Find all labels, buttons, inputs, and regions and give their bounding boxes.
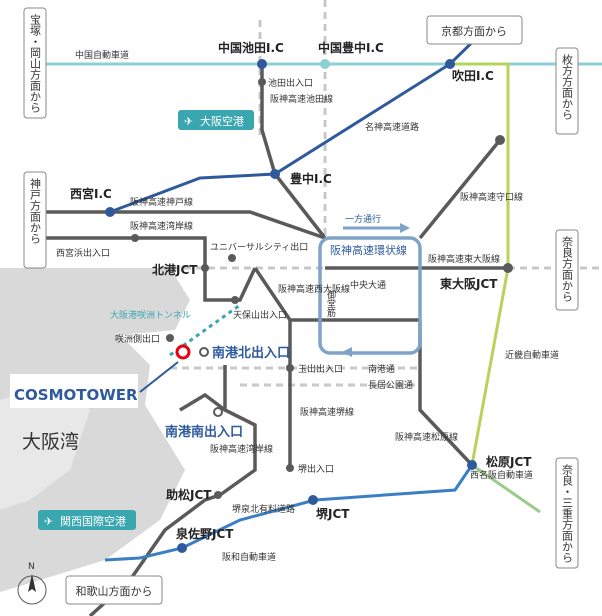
direction-nara: 奈良方面から <box>561 235 574 302</box>
label-ikeda-line: 阪神高速池田線 <box>270 93 333 105</box>
label-nishiosaka-line: 阪神高速西大阪線 <box>278 283 350 295</box>
svg-text:✈: ✈ <box>44 515 53 528</box>
ramp-universal-city: ユニバーサルシティ出口 <box>210 241 308 253</box>
label-kinki-expressway: 近畿自動車道 <box>505 349 559 361</box>
label-sakai-line: 阪神高速堺線 <box>300 406 354 418</box>
ramp-sakai: 堺出入口 <box>298 463 334 475</box>
svg-text:✈: ✈ <box>184 115 193 128</box>
ic-chugoku-ikeda: 中国池田I.C <box>218 40 284 55</box>
junction-nodes <box>105 59 513 553</box>
ramp-nanko-kita: 南港北出入口 <box>212 345 290 361</box>
label-kobe-line: 阪神高速神戸線 <box>130 196 193 208</box>
ramp-nishinomiyahama: 西宮浜出入口 <box>56 247 110 259</box>
ic-suita: 吹田I.C <box>452 68 494 83</box>
airport-badge-itami <box>178 110 254 130</box>
label-nankodori: 南港通 <box>368 363 395 375</box>
label-hanwa: 阪和自動車道 <box>222 551 276 563</box>
nishimeihan-route <box>471 463 541 514</box>
label-loop-line: 阪神高速環状線 <box>330 243 407 257</box>
label-chugoku-expressway: 中国自動車道 <box>75 49 129 61</box>
loop-line <box>318 236 422 355</box>
ramp-sakishima: 咲洲側出口 <box>115 333 160 345</box>
ramp-ikeda: 池田出入口 <box>268 77 313 89</box>
airport-itami: 大阪空港 <box>200 114 244 128</box>
jct-sakai: 堺JCT <box>316 506 350 521</box>
label-moriguchi-line: 阪神高速守口線 <box>460 191 523 203</box>
ic-chugoku-toyonaka: 中国豊中I.C <box>318 40 384 55</box>
label-senboku: 堺泉北有料道路 <box>232 503 295 515</box>
label-one-way: 一方通行 <box>345 213 381 225</box>
label-sakishima-tunnel: 大阪港咲洲トンネル <box>110 309 191 321</box>
sakishima-tunnel <box>169 303 241 357</box>
cosmo-tower-marker <box>175 344 191 360</box>
logo-box <box>10 374 138 408</box>
label-wangan-north: 阪神高速湾岸線 <box>130 220 193 232</box>
direction-box-frames <box>23 7 579 605</box>
sea-label: 大阪湾 <box>22 431 79 453</box>
label-nishimeihan: 西名阪自動車道 <box>470 469 533 481</box>
jct-izumisano: 泉佐野JCT <box>176 526 234 541</box>
jct-matsubara: 松原JCT <box>486 454 532 469</box>
label-matsubara-line: 阪神高速松原線 <box>395 431 458 443</box>
label-wangan-south: 阪神高速湾岸線 <box>210 443 273 455</box>
ramp-nagai: 長居公園通 <box>368 380 413 391</box>
ramp-tamade: 玉出出入口 <box>298 363 343 375</box>
cosmo-tower-logo: COSMOTOWER <box>14 386 138 404</box>
direction-kyoto: 京都方面から <box>441 24 507 38</box>
kinki-expressway <box>450 62 510 466</box>
ic-nishinomiya: 西宮I.C <box>70 186 112 201</box>
north-label: N <box>28 562 35 572</box>
direction-hirakata: 枚方方面から <box>561 53 574 120</box>
label-midosuji: 御堂筋 <box>325 289 336 318</box>
label-chuo-odori: 中央大通 <box>350 279 386 291</box>
blue-route <box>104 464 474 562</box>
ic-toyonaka: 豊中I.C <box>290 171 332 186</box>
direction-kobe: 神戸方面から <box>29 177 42 244</box>
direction-takarazuka: 宝塚・岡山方面から <box>29 13 42 113</box>
jct-hokko: 北港JCT <box>152 262 198 277</box>
logo-pointer <box>139 361 179 393</box>
label-higashiosaka-line: 阪神高速東大阪線 <box>428 253 500 265</box>
airport-kansai: 関西国際空港 <box>60 514 126 528</box>
ramp-nanko-minami: 南港南出入口 <box>165 424 243 440</box>
north-arrow-icon <box>17 574 47 605</box>
ramp-tempozan: 天保山出入口 <box>233 309 287 321</box>
direction-nara-mie: 奈良・三重方面から <box>561 463 574 563</box>
jct-higashiosaka: 東大阪JCT <box>440 276 498 291</box>
label-meishin: 名神高速道路 <box>365 121 419 133</box>
airport-badge-kansai <box>38 510 136 530</box>
direction-wakayama: 和歌山方面から <box>76 584 153 598</box>
jct-sukematsu: 助松JCT <box>166 487 212 502</box>
